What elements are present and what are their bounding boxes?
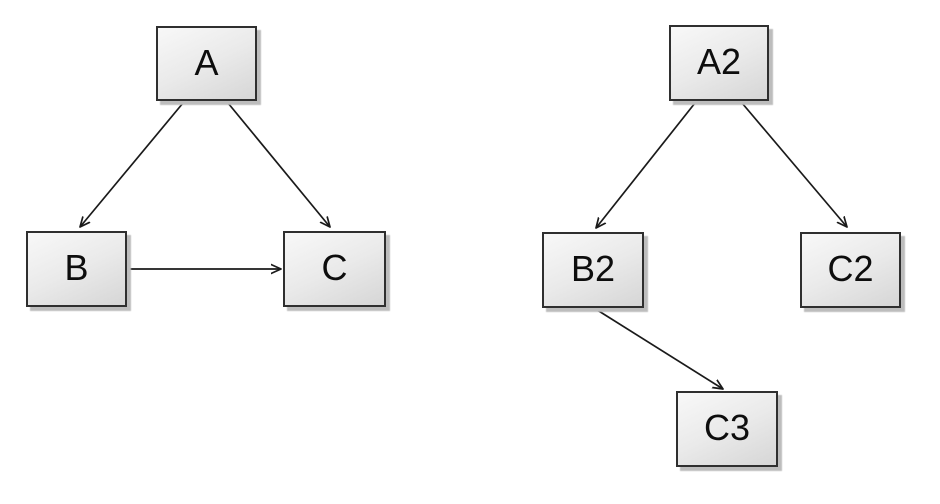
edge-A-C[interactable] xyxy=(227,102,330,227)
edge-A-B[interactable] xyxy=(80,102,184,227)
node-label-C3: C3 xyxy=(703,407,751,448)
node-label-A2: A2 xyxy=(696,41,742,82)
node-A2[interactable]: A2 xyxy=(669,25,769,101)
edge-A2-B2[interactable] xyxy=(596,102,696,228)
node-A[interactable]: A xyxy=(156,26,257,101)
node-B[interactable]: B xyxy=(26,231,127,307)
node-C3[interactable]: C3 xyxy=(676,391,778,467)
node-C[interactable]: C xyxy=(283,231,386,307)
node-C2[interactable]: C2 xyxy=(800,232,901,308)
edge-B2-C3[interactable] xyxy=(593,307,723,389)
node-label-C2: C2 xyxy=(827,248,874,289)
node-label-C: C xyxy=(321,247,348,288)
node-label-B2: B2 xyxy=(570,248,616,289)
node-label-B: B xyxy=(64,247,89,288)
node-label-A: A xyxy=(194,41,219,83)
node-B2[interactable]: B2 xyxy=(542,232,644,308)
edge-A2-C2[interactable] xyxy=(741,102,847,227)
